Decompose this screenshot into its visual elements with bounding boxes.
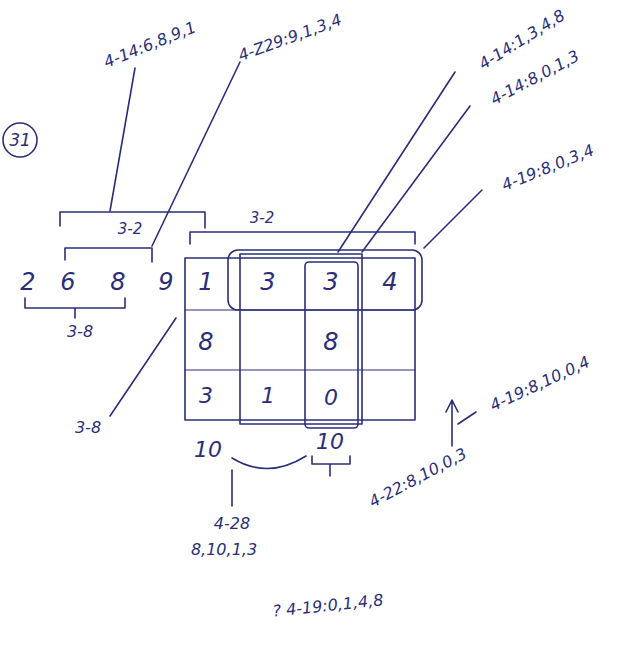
pitch-number: 8 (110, 270, 125, 294)
set-label: 4-19:8,0,3,4 (500, 142, 597, 193)
grid-line (185, 310, 415, 370)
pitch-number: 8 (323, 330, 338, 354)
set-label: 8,10,1,3 (191, 542, 257, 558)
pitch-number: 10 (194, 439, 222, 461)
bracket (25, 298, 125, 318)
pitch-number: 3 (323, 270, 338, 294)
leader-line (231, 470, 233, 506)
leader-line (424, 190, 482, 248)
pitch-number: 1 (261, 385, 275, 407)
set-label: ? 4-19:0,1,4,8 (272, 592, 384, 620)
interval-label: 3-8 (67, 324, 93, 340)
pitch-number: 2 (20, 270, 35, 294)
set-box (185, 258, 415, 420)
set-label: 4-Z29:9,1,3,4 (236, 12, 344, 64)
pitch-number: 6 (60, 270, 75, 294)
pitch-number: 10 (316, 431, 344, 453)
pitch-number: 4 (382, 270, 397, 294)
arrow (446, 400, 476, 446)
interval-label: 3-8 (75, 420, 101, 436)
leader-line (362, 106, 470, 252)
interval-label: 3-2 (250, 211, 275, 226)
bracket (312, 456, 350, 476)
bracket (190, 232, 415, 244)
set-label: 4-19:8,10,0,4 (488, 354, 593, 414)
set-label: 4-22:8,10,0,3 (367, 446, 470, 511)
set-box (305, 262, 358, 428)
pitch-number: 8 (198, 330, 213, 354)
leader-line (110, 68, 135, 211)
pitch-number: 0 (324, 387, 338, 409)
callout-circle (3, 123, 37, 157)
interval-label: 3-2 (118, 222, 143, 237)
pitch-number: 3 (199, 385, 213, 407)
leader-line (152, 62, 240, 246)
set-box (228, 250, 422, 310)
set-box (240, 254, 362, 424)
set-label: 4-28 (214, 516, 250, 532)
callout-number: 31 (9, 132, 31, 149)
pitch-number: 9 (158, 270, 173, 294)
pitch-number: 1 (198, 270, 213, 294)
slur (232, 456, 306, 469)
leader-line (110, 318, 176, 416)
set-label: 4-14:6,8,9,1 (102, 19, 199, 70)
leader-line (338, 72, 455, 252)
pitch-number: 3 (260, 270, 275, 294)
bracket (65, 248, 152, 262)
